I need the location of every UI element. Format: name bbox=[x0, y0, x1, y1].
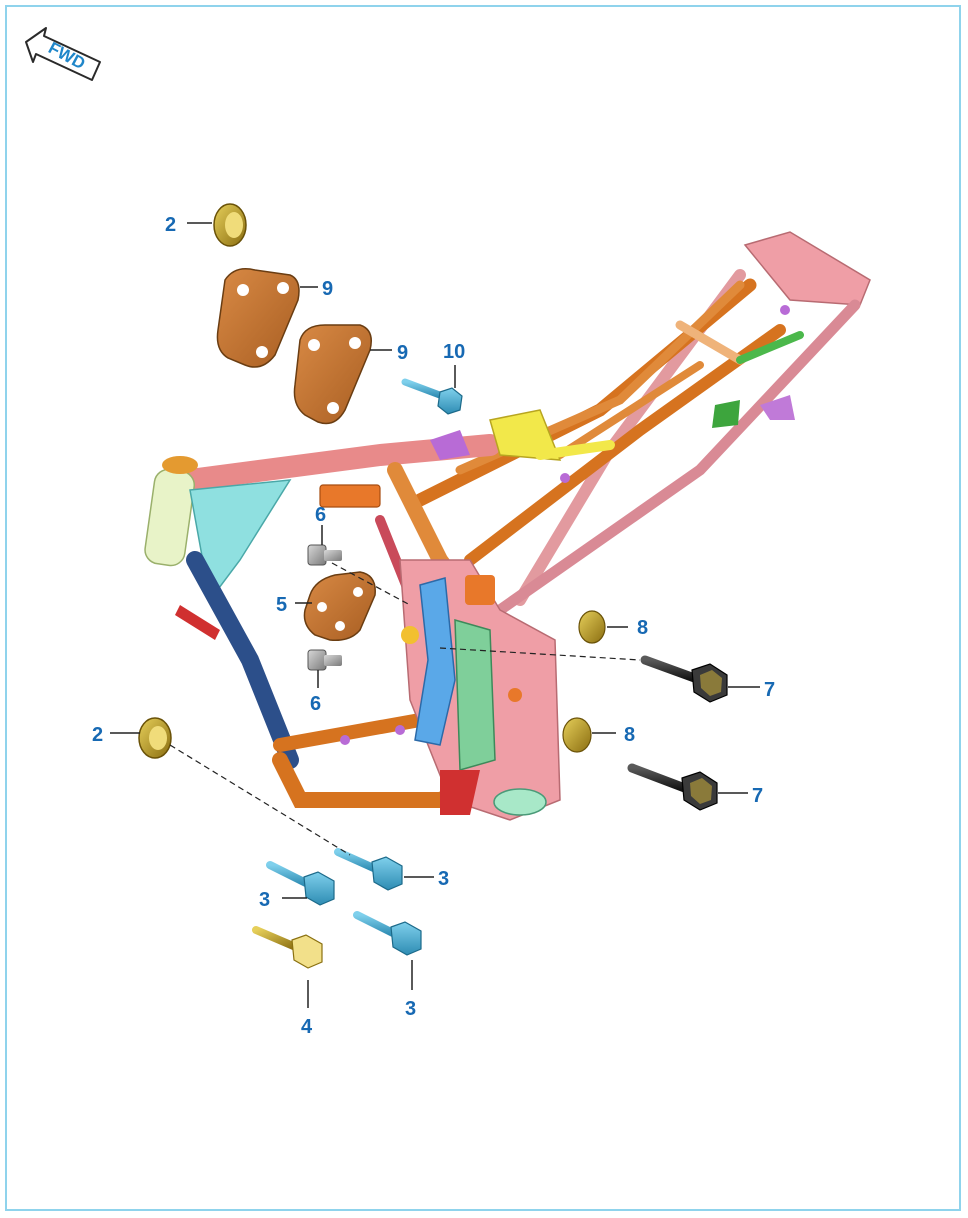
leader-lines bbox=[110, 222, 760, 1008]
bolt-part-3-b bbox=[266, 861, 335, 906]
bolt-part-6-top bbox=[307, 544, 342, 566]
bolt-part-3-a bbox=[334, 848, 403, 891]
callout-9-a: 9 bbox=[322, 278, 333, 300]
flange-nut-part-2-top bbox=[213, 203, 247, 247]
forward-arrow-icon: FWD bbox=[25, 27, 101, 81]
engine-plate-part-9-b bbox=[293, 324, 372, 425]
motorcycle-frame bbox=[144, 231, 871, 821]
callout-3-a: 3 bbox=[438, 868, 449, 890]
callout-8-top: 8 bbox=[637, 617, 648, 639]
bolt-part-6-bottom bbox=[307, 649, 342, 671]
callout-labels: 2 9 9 10 6 5 6 8 7 2 8 7 3 3 4 3 bbox=[92, 214, 775, 1038]
flange-nut-part-8-top bbox=[578, 610, 606, 644]
engine-plate-part-9-a bbox=[216, 268, 300, 368]
alignment-lines bbox=[169, 562, 641, 856]
long-bolt-part-7-bottom bbox=[627, 763, 718, 811]
callout-2-top: 2 bbox=[165, 214, 176, 236]
callout-6-top: 6 bbox=[315, 504, 326, 526]
callout-4: 4 bbox=[301, 1016, 313, 1038]
flange-nut-part-2-bottom bbox=[138, 717, 172, 759]
callout-7-bottom: 7 bbox=[752, 785, 763, 807]
callout-2-bottom: 2 bbox=[92, 724, 103, 746]
callout-8-bottom: 8 bbox=[624, 724, 635, 746]
engine-plate-part-5 bbox=[303, 571, 376, 642]
callout-5: 5 bbox=[276, 594, 287, 616]
callout-7-top: 7 bbox=[764, 679, 775, 701]
callout-10: 10 bbox=[443, 341, 465, 363]
diagram-border bbox=[5, 5, 961, 1211]
flange-nut-part-8-bottom bbox=[562, 717, 592, 753]
bolt-part-3-c bbox=[353, 911, 422, 956]
callout-3-c: 3 bbox=[405, 998, 416, 1020]
callout-6-bottom: 6 bbox=[310, 693, 321, 715]
callout-3-b: 3 bbox=[259, 889, 270, 911]
bolt-part-10 bbox=[401, 378, 463, 415]
long-bolt-part-7-top bbox=[640, 655, 728, 703]
callout-9-b: 9 bbox=[397, 342, 408, 364]
bolt-part-4 bbox=[252, 926, 323, 969]
